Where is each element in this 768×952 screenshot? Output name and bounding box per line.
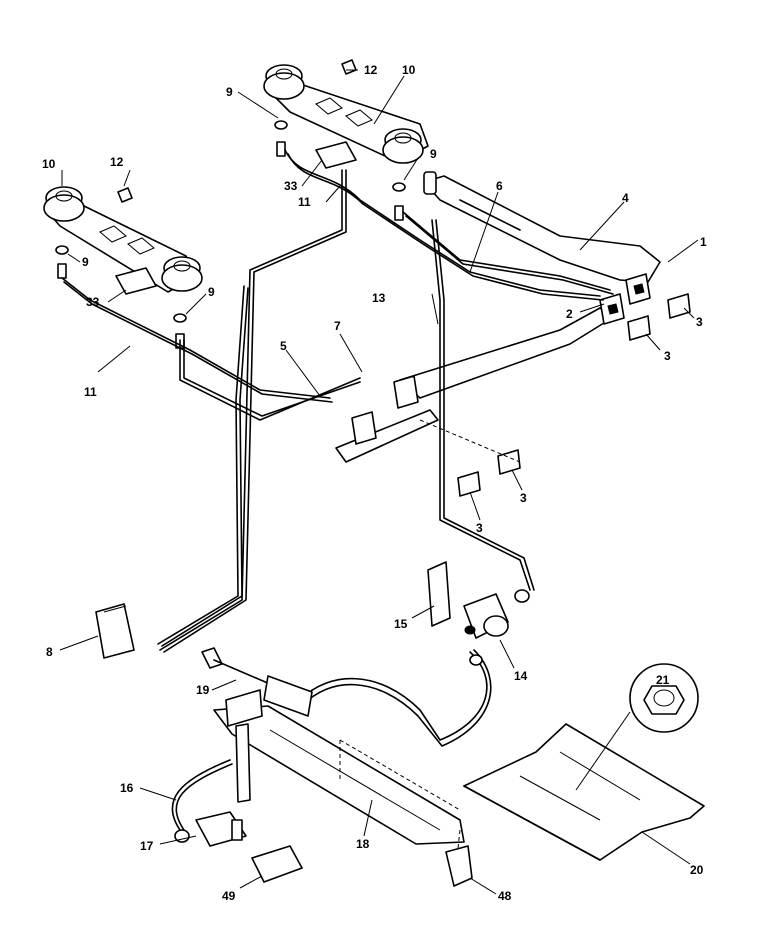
callout-13: 13 [372,291,386,305]
callout-18: 18 [356,837,370,851]
callout-1: 1 [700,235,707,249]
burner-assembly-left [43,186,203,293]
callout-11: 11 [298,195,311,209]
callout-3: 3 [476,521,483,535]
callout-48: 48 [498,889,512,903]
callout-12: 12 [364,63,378,77]
callout-20: 20 [690,863,704,877]
callout-33: 33 [284,179,298,193]
callout-10: 10 [402,63,416,77]
callout-6: 6 [496,179,503,193]
burner-assembly-right [263,59,429,164]
callout-2: 2 [566,307,573,321]
callout-9: 9 [226,85,233,99]
callout-7: 7 [334,319,341,333]
broil-burner [201,647,465,845]
callout-5: 5 [280,339,287,353]
callout-10: 10 [42,157,56,171]
clip-49 [251,845,303,883]
callout-labels: 12 10 9 10 12 9 33 6 4 11 1 9 9 13 33 2 … [42,63,707,903]
callout-11: 11 [84,385,97,399]
callout-49: 49 [222,889,236,903]
callout-33: 33 [86,295,100,309]
spark-module [95,603,135,659]
callout-4: 4 [622,191,629,205]
callout-9: 9 [430,147,437,161]
callout-21: 21 [656,673,670,687]
locknut-detail [575,663,699,791]
callout-3: 3 [696,315,703,329]
callout-15: 15 [394,617,408,631]
callout-14: 14 [514,669,528,683]
callout-3: 3 [664,349,671,363]
callout-19: 19 [196,683,210,697]
valve-guards [457,293,691,497]
bracket-33-left [115,267,157,295]
orifice-16 [174,829,190,843]
callout-8: 8 [46,645,53,659]
leader-lines [59,69,699,895]
callout-17: 17 [140,839,154,853]
pressure-regulator [427,561,530,666]
broil-deflector [463,723,705,861]
clip-48 [445,845,473,887]
bracket-33-right [315,141,357,169]
callout-16: 16 [120,781,134,795]
callout-9: 9 [82,255,89,269]
callout-12: 12 [110,155,124,169]
callout-3: 3 [520,491,527,505]
callout-9: 9 [208,285,215,299]
gas-tubes [61,149,614,831]
orifice-holder [231,819,243,841]
valves [351,273,651,445]
